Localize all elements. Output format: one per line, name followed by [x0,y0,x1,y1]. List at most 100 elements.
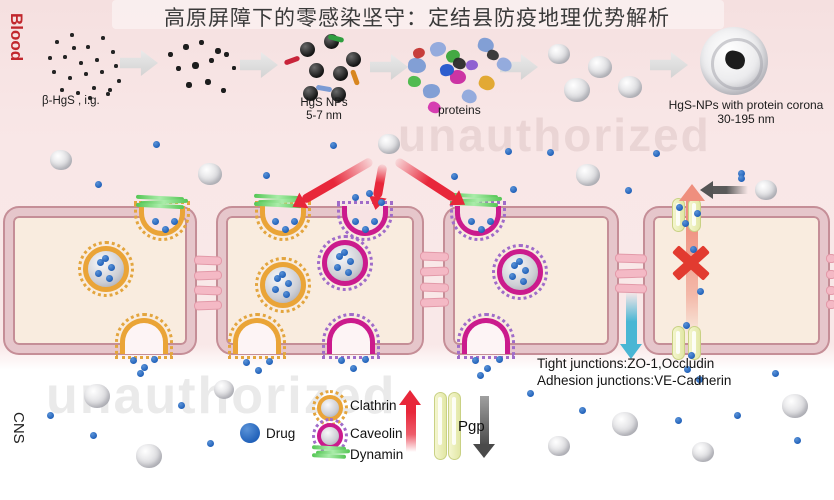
drug-legend-icon [240,423,260,443]
drug-dot [272,286,279,293]
drug-dot [338,357,345,364]
drug-dot [625,187,632,194]
nanoparticle-sphere [755,180,777,201]
protein-squiggle-icon [283,55,301,66]
gray-left-arrow-body [712,186,748,194]
drug-dot [794,437,801,444]
drug-dot [696,376,703,383]
drug-dot [341,249,348,256]
drug-dot [653,150,660,157]
drug-dot [675,417,682,424]
bhgs-particle [117,79,121,83]
process-arrow-icon [240,52,278,78]
tight-junction-label: Tight junctions:ZO-1,Occludin [537,356,715,371]
drug-dot [102,255,109,262]
hgs-aggregate-particle [168,52,173,57]
dynamin-legend-label: Dynamin [350,447,404,462]
hgs-aggregate-particle [209,58,214,63]
bhgs-particle [88,96,92,100]
bhgs-particle [95,58,99,62]
uptake-arrow-right [393,156,458,203]
drug-dot [106,275,113,282]
bhgs-particle [92,86,96,90]
nanoparticle-sphere [782,394,808,419]
uptake-arrow-left [300,156,375,205]
drug-dot [468,218,475,225]
process-arrow-icon [650,52,688,78]
hgs-nanoparticle [333,66,348,81]
drug-dot [738,170,745,177]
red-up-arrow-head [399,390,421,405]
protein-blob [465,59,479,71]
gray-down-arrow-body [480,396,489,446]
hgs-nanoparticle [331,87,346,102]
clathrin-legend-label: Clathrin [350,398,397,413]
caveolin-pit-bottom [322,313,380,359]
bhgs-particle [76,91,80,95]
process-arrow-icon [370,54,408,80]
drug-dot [137,370,144,377]
step-label-bhgs: β-HgS , i.g. [42,95,100,107]
drug-dot [738,175,745,182]
hgs-nps-line2: 5-7 nm [306,110,342,122]
drug-dot [255,367,262,374]
drug-dot [282,226,289,233]
hgs-aggregate-particle [176,66,181,71]
drug-dot [291,218,298,225]
bhgs-particle [100,70,104,74]
drug-dot [274,275,281,282]
junction-band [193,270,223,281]
efflux-arrow-head [679,184,705,201]
hgs-aggregate-particle [205,79,211,85]
gray-left-arrow-head [700,181,713,199]
nanoparticle-sphere [576,164,600,187]
drug-dot [505,148,512,155]
drug-dot [285,280,292,287]
drug-dot [334,264,341,271]
drug-dot [345,269,352,276]
drug-dot [484,365,491,372]
drug-dot [350,365,357,372]
hgs-aggregate-particle [224,52,229,57]
page-title: 高原屏障下的零感染坚守：定结县防疫地理优势解析 [164,7,670,30]
hgs-aggregate-particle [221,88,226,93]
drug-dot [336,253,343,260]
bhgs-particle [72,46,76,50]
endothelial-cell-4 [645,208,828,353]
protein-blob [476,73,498,93]
clathrin-pit-bottom [115,313,173,359]
drug-dot [684,366,691,373]
bhgs-particle [101,36,105,40]
drug-dot [47,412,54,419]
bhgs-particle [68,76,72,80]
drug-dot [477,372,484,379]
hgs-aggregate-particle [186,82,192,88]
caveolin-vesicle [492,244,548,300]
clathrin-legend-icon [312,390,348,426]
hgs-aggregate-particle [199,40,204,45]
junction-band [614,253,648,264]
hgs-aggregate-particle [232,66,236,70]
protein-squiggle-icon [349,69,361,86]
drug-dot [95,181,102,188]
protein-blob [421,82,442,100]
hgs-nanoparticle [309,63,324,78]
bhgs-particle [86,45,90,49]
pgp-transporter [672,326,685,360]
bhgs-particle [52,70,56,74]
drug-dot [682,220,689,227]
pgp-legend-icon [434,392,447,460]
drug-dot [522,267,529,274]
drug-legend-label: Drug [266,426,296,441]
drug-dot [272,218,279,225]
nanoparticle-sphere [548,436,570,457]
drug-dot [151,356,158,363]
drug-dot [352,218,359,225]
pgp-transporter [688,326,701,360]
nanoparticle-sphere [588,56,612,79]
drug-dot [352,194,359,201]
drug-dot [371,218,378,225]
nanoparticle-sphere [214,380,234,399]
nanoparticle-sphere [198,163,222,186]
